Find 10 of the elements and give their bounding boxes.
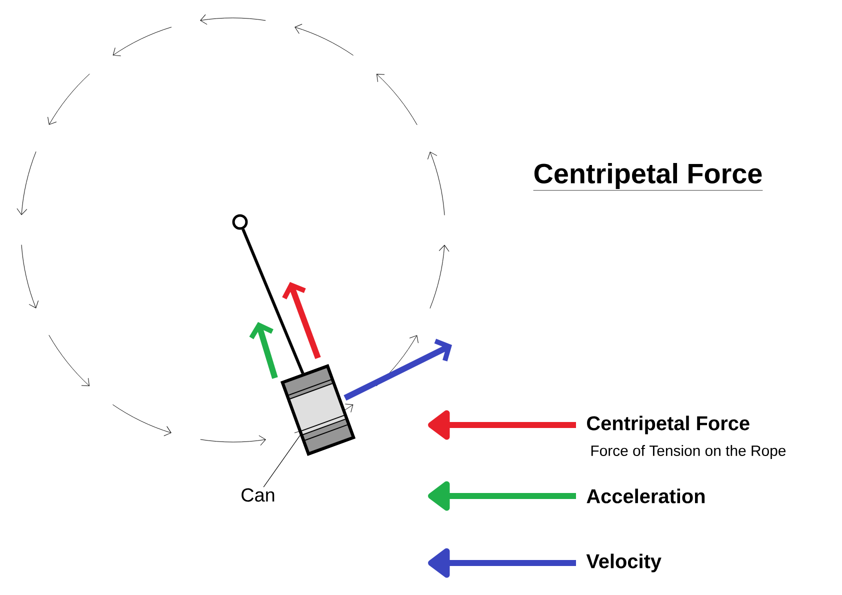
legend-label: Velocity [586, 554, 662, 572]
title: Centripetal Force [533, 163, 763, 191]
rope [242, 228, 304, 374]
leader-line [263, 435, 300, 488]
can-label: Can [242, 488, 274, 502]
legend-label: Acceleration [586, 488, 705, 504]
legend-label: Centripetal Force [587, 416, 750, 434]
note-text: Force of Tension on the Rope [591, 445, 786, 459]
can-drawing [280, 364, 356, 456]
pivot-circle [232, 214, 248, 230]
